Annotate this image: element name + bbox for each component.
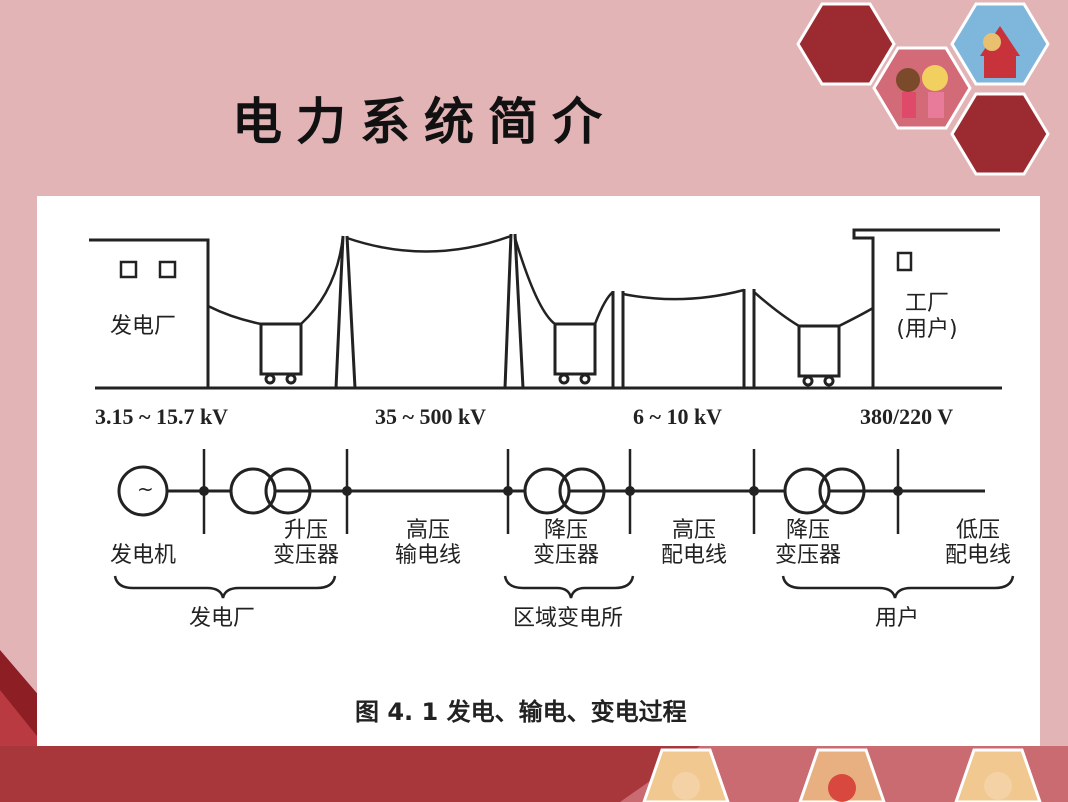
power-plant-building [89, 238, 210, 388]
step-down-2-label-2: 变压器 [774, 543, 841, 568]
wire-7 [838, 306, 874, 328]
generator-tilde: ~ [137, 477, 154, 501]
factory-label: 工厂 [904, 291, 949, 316]
figure-caption: 图 4. 1 发电、输电、变电过程 [355, 698, 687, 726]
voltage-label-generation: 3.15 ~ 15.7 kV [95, 404, 229, 429]
lv-dist-label-2: 配电线 [944, 543, 1011, 568]
power-system-drawing [89, 228, 1015, 599]
brace-user [781, 575, 1015, 599]
generator-label: 发电机 [110, 543, 177, 568]
power-plant-label: 发电厂 [110, 314, 177, 339]
hv-line-label-1: 高压 [405, 518, 450, 543]
wire-2 [346, 234, 512, 253]
wire-4 [593, 291, 614, 325]
step-down-1-label-1: 降压 [543, 518, 588, 543]
group-plant-label: 发电厂 [188, 606, 255, 631]
lv-dist-label-1: 低压 [955, 518, 1000, 543]
bottom-hexagon-decoration [642, 748, 1042, 802]
transformer-2 [553, 322, 597, 385]
hex-photo-girls [872, 46, 972, 130]
tower-3 [611, 291, 625, 388]
transformer-3 [797, 324, 841, 387]
hexagon-decoration [796, 2, 1050, 176]
voltage-label-distribution: 6 ~ 10 kV [633, 404, 723, 429]
hex-dark-1 [796, 2, 896, 86]
brace-plant [113, 575, 337, 599]
hv-line-label-2: 输电线 [394, 543, 461, 568]
tower-1 [334, 235, 357, 389]
brace-substation [503, 575, 635, 599]
hex-dark-2 [950, 92, 1050, 176]
group-substation-label: 区域变电所 [512, 606, 623, 631]
wire-3 [513, 237, 556, 326]
group-user-label: 用户 [874, 606, 919, 631]
tower-4 [742, 289, 756, 388]
transformer-1 [259, 322, 303, 385]
generator-symbol [117, 465, 169, 517]
wire-5 [622, 288, 745, 301]
step-up-label-1: 升压 [283, 518, 328, 543]
wire-plant [207, 304, 262, 326]
step-up-label-2: 变压器 [272, 543, 339, 568]
slide-title: 电力系统简介 [232, 92, 616, 151]
voltage-label-user: 380/220 V [860, 404, 954, 429]
hv-dist-label-1: 高压 [671, 518, 716, 543]
factory-building [852, 228, 1000, 388]
wire-1 [300, 235, 345, 325]
voltage-label-transmission: 35 ~ 500 kV [375, 404, 487, 429]
factory-user-label: (用户) [896, 317, 958, 342]
tower-2 [503, 233, 525, 389]
hv-dist-label-2: 配电线 [660, 543, 727, 568]
wire-6 [753, 291, 800, 328]
diagram-panel: 发电厂 工厂 (用户) 3.15 ~ 15.7 kV 35 ~ 500 kV 6… [37, 196, 1040, 746]
step-down-2-label-1: 降压 [785, 518, 830, 543]
step-down-1-label-2: 变压器 [532, 543, 599, 568]
